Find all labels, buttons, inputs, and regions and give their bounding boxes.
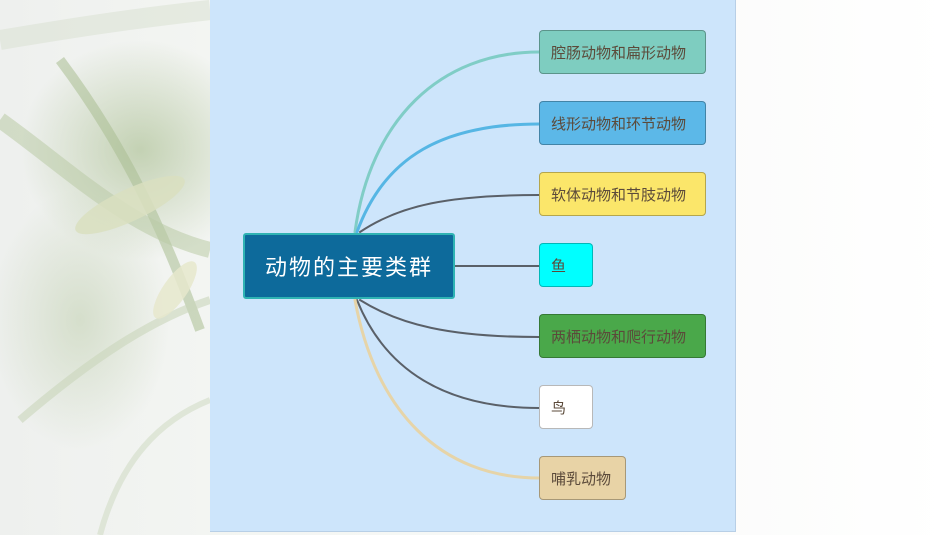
branch-node[interactable]: 哺乳动物 — [539, 456, 626, 500]
branch-label: 鸟 — [551, 398, 567, 417]
connector-line — [356, 299, 540, 409]
branch-node[interactable]: 两栖动物和爬行动物 — [539, 314, 706, 358]
branch-node[interactable]: 鸟 — [539, 385, 593, 429]
connector-line — [355, 122, 541, 234]
branch-node[interactable]: 鱼 — [539, 243, 593, 287]
connector-line — [353, 298, 541, 480]
connector-line — [359, 194, 540, 233]
branch-label: 两栖动物和爬行动物 — [551, 327, 687, 346]
branch-label: 哺乳动物 — [551, 469, 612, 488]
connector-line — [353, 50, 541, 234]
branch-node[interactable]: 线形动物和环节动物 — [539, 101, 706, 145]
central-topic-label: 动物的主要类群 — [264, 256, 433, 281]
mindmap-connectors — [353, 50, 541, 480]
branch-label: 软体动物和节肢动物 — [551, 185, 687, 204]
branch-node[interactable]: 腔肠动物和扁形动物 — [539, 30, 706, 74]
branch-label: 线形动物和环节动物 — [551, 114, 687, 133]
branch-node[interactable]: 软体动物和节肢动物 — [539, 172, 706, 216]
branch-label: 腔肠动物和扁形动物 — [551, 43, 687, 62]
branch-label: 鱼 — [551, 256, 567, 275]
connector-line — [359, 299, 540, 338]
central-topic[interactable]: 动物的主要类群 — [243, 233, 455, 299]
